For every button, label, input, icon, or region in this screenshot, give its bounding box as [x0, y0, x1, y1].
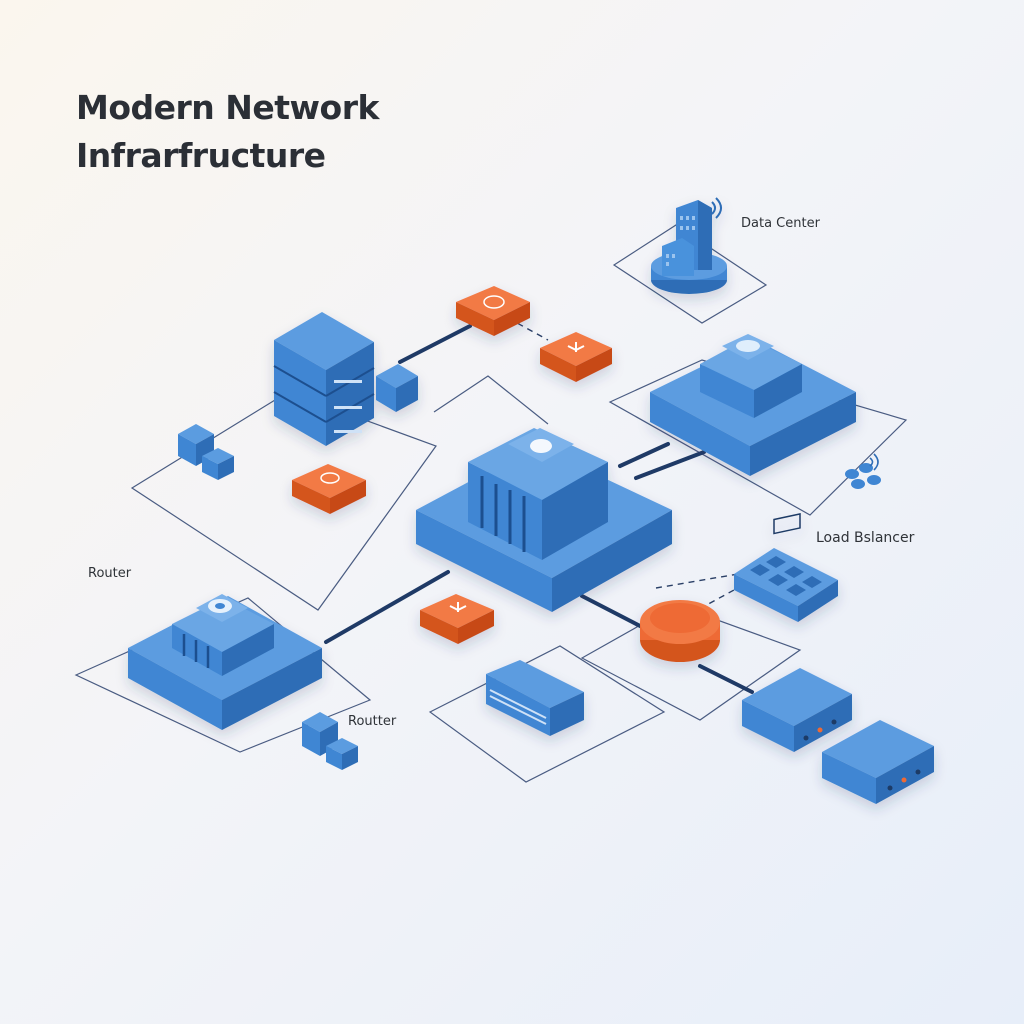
- firewall-icon: [640, 600, 720, 662]
- title-line-1: Modern Network: [76, 88, 379, 127]
- label-load-balancer: Load Bslancer: [816, 530, 915, 546]
- dashed-link-a: [507, 317, 549, 341]
- router-left-icon: [128, 594, 322, 730]
- core-switch-icon: [416, 428, 672, 612]
- dashed-links: [507, 317, 739, 615]
- dashed-link-b: [655, 573, 739, 589]
- server-rack-icon: [273, 312, 418, 446]
- diagram-title: Modern Network Infrarfructure: [76, 84, 379, 180]
- dashed-link-c: [689, 589, 735, 615]
- connections: [324, 324, 754, 694]
- switch-floor: [608, 359, 908, 516]
- load-balancer-icon: [734, 548, 838, 622]
- label-router-left: Router: [88, 566, 132, 581]
- data-center-floor: [612, 224, 768, 324]
- appliance-icon-1: [742, 513, 852, 752]
- link-core-firewall: [580, 594, 646, 630]
- cluster-icon: [845, 453, 881, 489]
- link-firewall-appliance: [698, 664, 754, 694]
- link-core-router: [324, 570, 450, 644]
- orange-tile-left: [292, 464, 366, 514]
- orange-tile-mid: [540, 332, 612, 382]
- orange-tile-bottom: [420, 594, 494, 644]
- link-core-switch-2: [634, 450, 706, 480]
- appliance-icon-2: [822, 720, 934, 804]
- small-cube-bottom: [302, 712, 358, 770]
- small-cube-top-left: [178, 424, 234, 480]
- title-line-2: Infrarfructure: [76, 135, 326, 175]
- server-tile-link: [433, 375, 549, 425]
- patch-panel-icon: [486, 660, 584, 736]
- link-server-tile: [398, 324, 472, 364]
- switch-icon: [650, 334, 856, 476]
- link-core-switch-1: [618, 442, 670, 468]
- data-center-icon: [651, 197, 727, 294]
- orange-tile-top: [456, 286, 530, 336]
- label-router-bottom: Routter: [348, 714, 397, 729]
- label-data-center: Data Center: [741, 216, 820, 231]
- server-floor: [130, 391, 437, 611]
